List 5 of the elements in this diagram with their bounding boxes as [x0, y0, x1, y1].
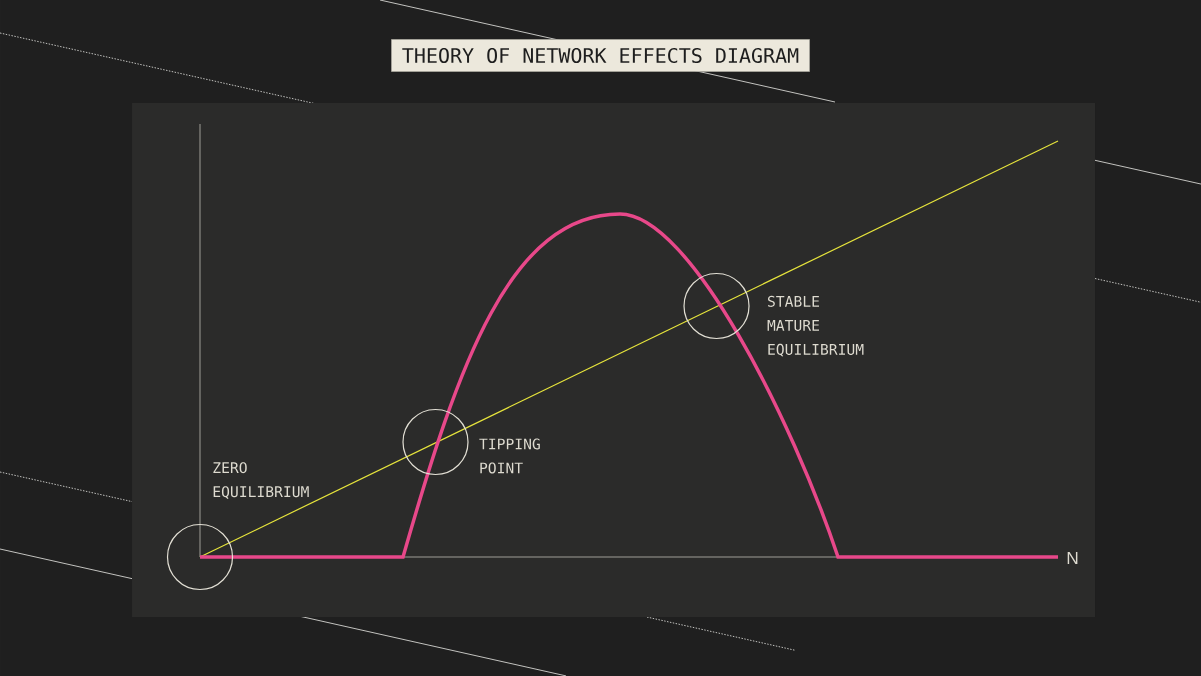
point-label: TIPPING POINT [479, 438, 540, 474]
point-label: ZERO EQUILIBRIUM [213, 462, 309, 499]
point-label: STABLE MATURE EQUILIBRIUM [767, 295, 864, 357]
title-box: THEORY OF NETWORK EFFECTS DIAGRAM [391, 39, 810, 72]
axis-label: N [1067, 552, 1078, 564]
